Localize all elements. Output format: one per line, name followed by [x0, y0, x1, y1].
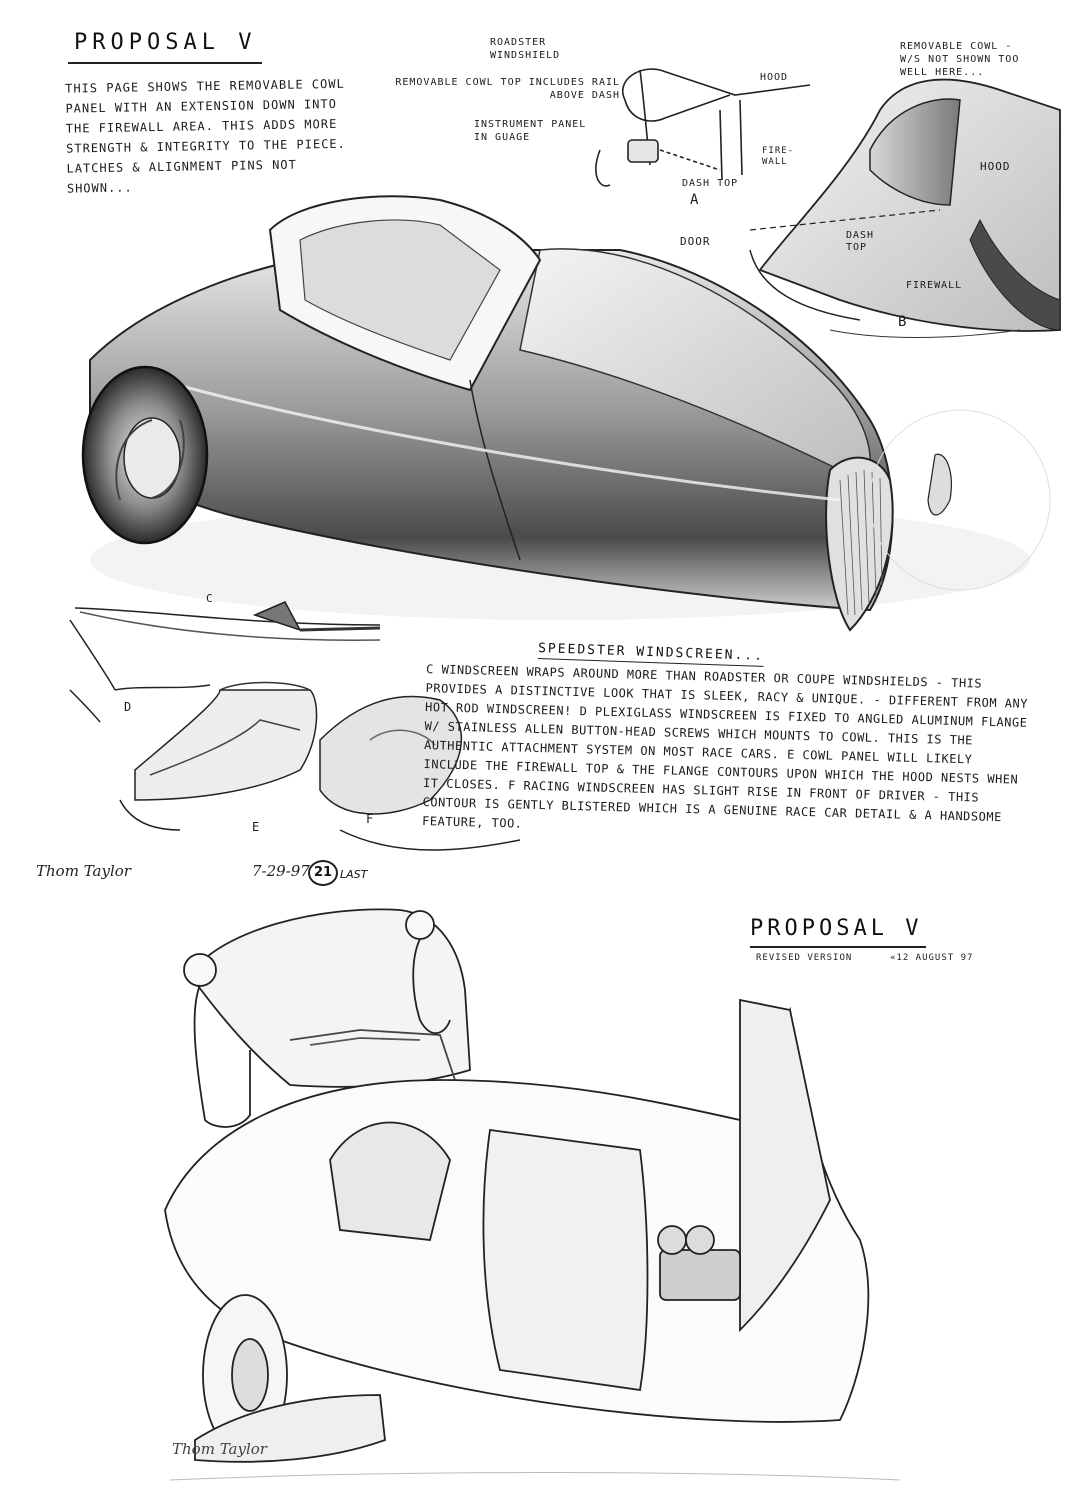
construction-circle [869, 409, 1051, 591]
body-highlight [159, 378, 841, 502]
headlamp [927, 453, 952, 516]
intro-note: THIS PAGE SHOWS THE REMOVABLE COWL PANEL… [65, 76, 346, 196]
callout-removable-cowl-top: REMOVABLE COWL TOP INCLUDES RAIL ABOVE D… [395, 77, 620, 101]
wheel-spokes [115, 419, 185, 501]
callout-instrument-panel: INSTRUMENT PANEL IN GUAGE [474, 119, 587, 143]
callout-removable-cowl-b: REMOVABLE COWL - W/S NOT SHOWN TOO WELL … [900, 41, 1020, 78]
view-label-c: C [206, 592, 214, 605]
door-seam [469, 379, 521, 561]
revised-date: «12 AUGUST 97 [890, 953, 974, 963]
view-label-a: A [690, 192, 700, 208]
view-label-b: B [898, 314, 908, 330]
grille-lines [839, 469, 883, 616]
callout-hood-b: HOOD [980, 160, 1011, 173]
page-tag: LAST [340, 868, 368, 881]
detail-b-perspective [749, 78, 1061, 338]
callout-dash-top-b: DASH TOP [846, 230, 875, 253]
callout-firewall-b: FIREWALL [906, 280, 963, 291]
view-label-f: F [366, 812, 375, 826]
signature-top: Thom Taylor [36, 862, 131, 880]
page-title-top: PROPOSAL V [68, 30, 263, 64]
bottom-car-sketch [164, 908, 901, 1481]
top-car-sketch [81, 195, 1051, 632]
callout-hood-a: HOOD [760, 72, 789, 83]
speedster-notes: C WINDSCREEN WRAPS AROUND MORE THAN ROAD… [421, 662, 1029, 831]
callout-door-b: DOOR [680, 235, 711, 248]
windscreen-views [69, 601, 521, 851]
signature-bottom: Thom Taylor [172, 1440, 267, 1458]
view-label-d: D [124, 700, 133, 714]
revised-version-label: REVISED VERSION [756, 953, 853, 963]
callout-roadster-windshield: ROADSTER WINDSHIELD [490, 37, 561, 61]
callout-dash-top-a: DASH TOP [682, 178, 739, 189]
car-seat [299, 219, 501, 361]
detail-a-section [595, 68, 811, 187]
page-number: 21 [308, 860, 338, 886]
date-top: 7-29-97 [252, 862, 310, 880]
callout-firewall-a: FIRE-WALL [762, 146, 795, 167]
view-label-e: E [252, 820, 261, 834]
car-hood [519, 248, 871, 481]
page-title-bottom: PROPOSAL V [750, 916, 927, 948]
